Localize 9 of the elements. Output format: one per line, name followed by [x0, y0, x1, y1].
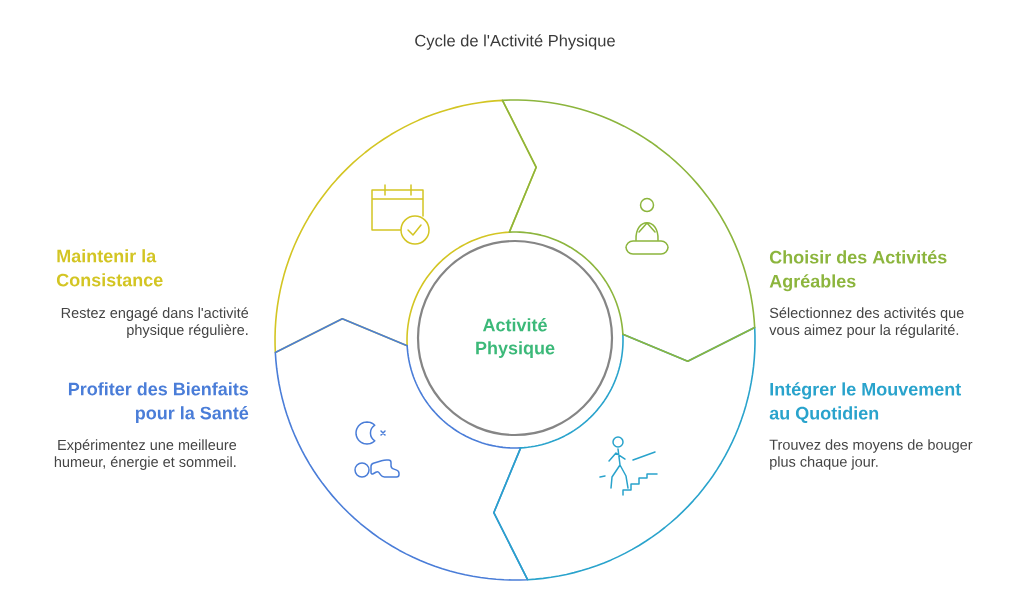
step-description: Restez engagé dans l'activité physique régulière.: [61, 307, 249, 338]
step-heading: Profiter des Bienfaits pour la Santé: [68, 382, 249, 423]
step-heading: Maintenir la Consistance: [56, 249, 163, 287]
step-heading: Choisir des Activités Agréables: [769, 250, 947, 292]
step-description: Expérimentez une meilleure humeur, énergie et sommeil.: [54, 439, 237, 470]
title: Cycle de l'Activité Physique: [415, 34, 615, 50]
step-description: Sélectionnez des activités que vous aimez pour la régularité.: [769, 307, 964, 338]
step-description: Trouvez des moyens de bouger plus chaque jour.: [769, 439, 973, 470]
step-heading: Intégrer le Mouvement au Quotidien: [769, 382, 961, 423]
